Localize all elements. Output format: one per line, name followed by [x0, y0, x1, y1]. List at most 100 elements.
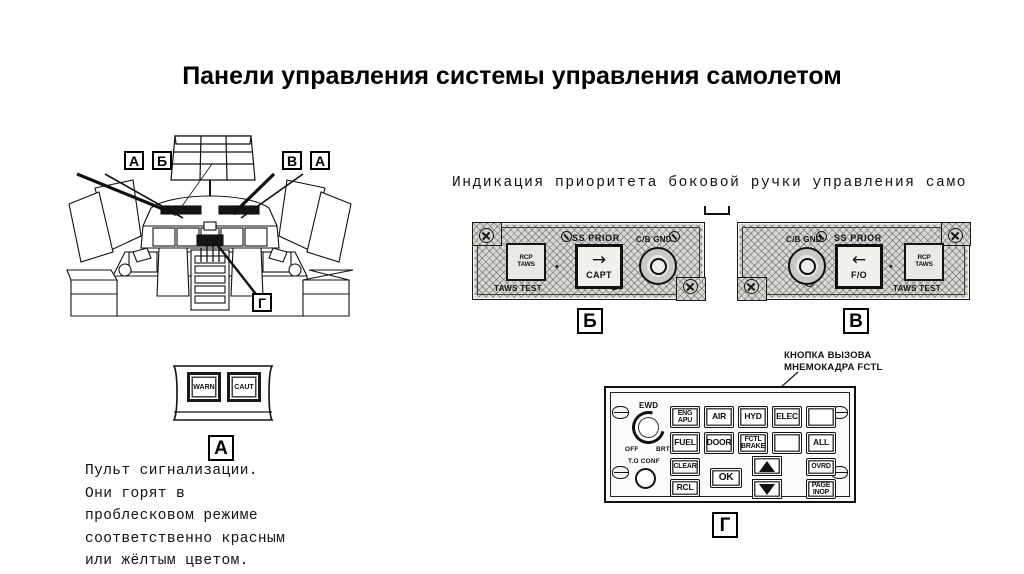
- fctl-callout-line-1: КНОПКА ВЫЗОВА: [784, 350, 872, 361]
- taws-btn-line-2: TAWS: [915, 261, 933, 268]
- btn-line-1: PAGE: [811, 481, 831, 489]
- ss-prior-panel-capt: RCP TAWS TAWS TEST • SS PRIOR → CAPT C/B…: [471, 221, 706, 301]
- label-panel-b: Б: [577, 308, 603, 334]
- btn-line-1: RCL: [676, 482, 694, 493]
- warning-panel: WARN CAUT: [168, 362, 278, 424]
- left-caption-line-1: Пульт сигнализации.: [85, 463, 258, 479]
- callout-b-left: Б: [152, 151, 172, 170]
- arrow-right-icon: →: [591, 249, 607, 270]
- btn-line-1: AIR: [711, 411, 727, 422]
- left-caption-line-4: соответственно красным: [85, 530, 286, 547]
- left-caption-line-3: проблесковом режиме: [85, 508, 258, 524]
- screw-small-top: [561, 231, 572, 242]
- ecam-inner-frame: [610, 392, 850, 497]
- ecam-button-scroll-up[interactable]: [752, 456, 782, 476]
- separator-dot-capt: •: [555, 261, 559, 273]
- btn-line-1: OK: [718, 472, 734, 484]
- separator-dot-fo: •: [889, 261, 893, 273]
- btn-line-2: APU: [677, 417, 693, 424]
- screw-top-right: [948, 228, 963, 243]
- ecam-button-fuel[interactable]: FUEL: [670, 432, 700, 454]
- taws-test-button-capt[interactable]: RCP TAWS: [506, 243, 546, 281]
- arrow-left-icon: ←: [851, 249, 867, 270]
- btn-line-2: INOP: [812, 489, 830, 496]
- ewd-knob-title: EWD: [639, 401, 659, 410]
- label-panel-v: В: [843, 308, 869, 334]
- callout-a-left: А: [124, 151, 144, 170]
- ecam-button-elec[interactable]: ELEC: [772, 406, 802, 428]
- btn-line-1: ELEC: [776, 411, 798, 422]
- ss-prior-title-capt: SS PRIOR: [572, 233, 620, 243]
- ss-prior-panel-fo: C/B GND SS PRIOR ← F/O • RCP TAWS TAWS T…: [736, 221, 971, 301]
- cb-gnd-knob-capt[interactable]: [639, 247, 677, 285]
- btn-line-1: OVRD: [811, 463, 831, 471]
- ecam-button-ovrd[interactable]: OVRD: [806, 458, 836, 476]
- ewd-knob-brt-label: BRT: [656, 446, 670, 453]
- ss-prior-button-capt[interactable]: → CAPT: [575, 244, 623, 289]
- callout-a-right: А: [310, 151, 330, 170]
- screw-bottom-right: [683, 279, 698, 294]
- ecam-button-page-inop[interactable]: PAGE INOP: [806, 479, 836, 499]
- cockpit-leader-lines: [76, 163, 304, 299]
- ss-prior-who-fo: F/O: [851, 269, 867, 280]
- ecam-button-scroll-down[interactable]: [752, 479, 782, 499]
- label-panel-a: А: [208, 435, 234, 461]
- callout-v-right: В: [282, 151, 302, 170]
- ecam-screw-bl: [612, 466, 629, 479]
- left-caption-line-5: или жёлтым цветом.: [85, 553, 249, 569]
- caut-button[interactable]: CAUT: [227, 372, 261, 402]
- ecam-control-panel: EWD OFF BRT T.O CONF ENG APU AIR HYD ELE…: [604, 386, 856, 503]
- btn-line-1: HYD: [744, 411, 762, 422]
- ecam-button-blank-2[interactable]: [772, 432, 802, 454]
- ss-prior-title-fo: SS PRIOR: [834, 233, 882, 243]
- screw-small-top-right: [669, 231, 680, 242]
- ss-prior-button-fo[interactable]: ← F/O: [835, 244, 883, 289]
- cb-gnd-label-capt: C/B GND: [636, 235, 672, 244]
- arrow-up-icon: [759, 460, 775, 472]
- ss-prior-who-capt: CAPT: [586, 269, 612, 280]
- btn-line-1: ALL: [813, 437, 829, 448]
- to-conf-label: T.O CONF: [628, 458, 660, 465]
- btn-line-1: FCTL: [744, 435, 762, 443]
- left-caption-line-2: Они горят в: [85, 485, 186, 502]
- panel-bracket: [704, 206, 730, 215]
- taws-btn-line-2: TAWS: [517, 261, 535, 268]
- right-heading: Индикация приоритета боковой ручки управ…: [452, 175, 968, 191]
- taws-btn-line-1: RCP: [917, 254, 931, 262]
- btn-line-1: ENG: [677, 409, 693, 417]
- ecam-button-ok[interactable]: OK: [710, 468, 742, 488]
- fctl-callout-line-2: МНЕМОКАДРА FCTL: [784, 362, 883, 373]
- taws-test-label-capt: TAWS TEST: [494, 284, 542, 293]
- btn-line-1: DOOR: [706, 437, 732, 448]
- callout-g-pedestal: Г: [252, 293, 272, 312]
- ecam-button-eng-apu[interactable]: ENG APU: [670, 406, 700, 428]
- warn-button[interactable]: WARN: [187, 372, 221, 402]
- ecam-button-clear[interactable]: CLEAR: [670, 458, 700, 476]
- page-title: Панели управления системы управления сам…: [182, 62, 842, 90]
- taws-btn-line-1: RCP: [519, 254, 533, 262]
- btn-line-1: CLEAR: [673, 463, 697, 471]
- ecam-button-door[interactable]: DOOR: [704, 432, 734, 454]
- ecam-button-all[interactable]: ALL: [806, 432, 836, 454]
- warn-button-label: WARN: [193, 383, 215, 391]
- caut-button-label: CAUT: [234, 383, 254, 391]
- cb-gnd-knob-fo[interactable]: [788, 247, 826, 285]
- fctl-callout-text: КНОПКА ВЫЗОВА МНЕМОКАДРА FCTL: [784, 350, 882, 374]
- to-conf-button[interactable]: [635, 468, 656, 489]
- arrow-down-icon: [759, 483, 775, 495]
- left-caption: Пульт сигнализации. Они горят в проблеск…: [85, 460, 385, 573]
- taws-test-label-fo: TAWS TEST: [893, 284, 941, 293]
- ecam-button-air[interactable]: AIR: [704, 406, 734, 428]
- ecam-button-hyd[interactable]: HYD: [738, 406, 768, 428]
- screw-bottom-left: [744, 279, 759, 294]
- ecam-screw-tl: [612, 406, 629, 419]
- btn-line-1: FUEL: [674, 437, 696, 448]
- cb-gnd-label-fo: C/B GND: [786, 235, 822, 244]
- label-panel-g: Г: [712, 512, 738, 538]
- ewd-knob-off-label: OFF: [625, 446, 639, 453]
- ecam-button-blank-1[interactable]: [806, 406, 836, 428]
- ecam-button-rcl[interactable]: RCL: [670, 479, 700, 497]
- taws-test-button-fo[interactable]: RCP TAWS: [904, 243, 944, 281]
- btn-line-2: BRAKE: [741, 443, 765, 450]
- ecam-button-fctl-brake[interactable]: FCTL BRAKE: [738, 432, 768, 454]
